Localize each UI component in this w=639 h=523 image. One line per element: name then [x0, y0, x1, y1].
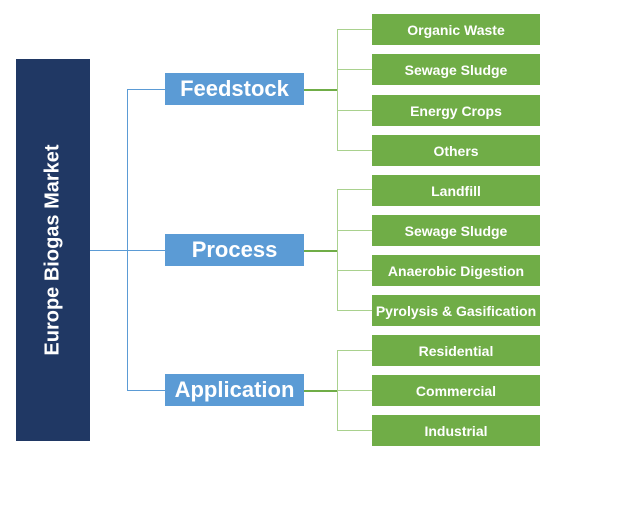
- category-label: Feedstock: [180, 76, 289, 101]
- connector-leaf: [337, 390, 372, 391]
- leaf-label: Sewage Sludge: [404, 61, 508, 78]
- leaf-pyrolysis-gasification: Pyrolysis & Gasification: [372, 295, 540, 326]
- leaf-landfill: Landfill: [372, 175, 540, 206]
- connector-leaf: [337, 310, 372, 311]
- leaf-label: Others: [433, 142, 479, 159]
- root-label: Europe Biogas Market: [41, 144, 64, 356]
- leaf-label: Commercial: [415, 382, 497, 399]
- category-application: Application: [165, 374, 304, 406]
- connector-leaf: [337, 270, 372, 271]
- connector-leaf: [337, 150, 372, 151]
- leaf-sewage-sludge-process: Sewage Sludge: [372, 215, 540, 246]
- connector-process-out: [304, 250, 338, 252]
- leaf-sewage-sludge: Sewage Sludge: [372, 54, 540, 85]
- leaf-label: Pyrolysis & Gasification: [375, 302, 537, 319]
- connector-root: [90, 250, 128, 251]
- leaf-label: Residential: [418, 342, 494, 359]
- connector-process: [127, 250, 165, 251]
- leaf-residential: Residential: [372, 335, 540, 366]
- category-label: Process: [191, 237, 278, 262]
- leaf-label: Organic Waste: [407, 21, 505, 38]
- connector-leaf: [337, 230, 372, 231]
- leaf-label: Landfill: [431, 182, 481, 199]
- connector-leaf: [337, 110, 372, 111]
- leaf-anaerobic-digestion: Anaerobic Digestion: [372, 255, 540, 286]
- connector-process-trunk: [337, 189, 338, 310]
- connector-feedstock-trunk: [337, 29, 338, 150]
- leaf-label: Energy Crops: [410, 102, 502, 119]
- connector-leaf: [337, 350, 372, 351]
- leaf-organic-waste: Organic Waste: [372, 14, 540, 45]
- leaf-energy-crops: Energy Crops: [372, 95, 540, 126]
- leaf-label: Sewage Sludge: [404, 222, 508, 239]
- category-label: Application: [174, 377, 295, 402]
- leaf-others: Others: [372, 135, 540, 166]
- leaf-label: Anaerobic Digestion: [387, 262, 525, 279]
- leaf-commercial: Commercial: [372, 375, 540, 406]
- root-node: Europe Biogas Market: [16, 59, 90, 441]
- connector-trunk: [127, 89, 128, 390]
- connector-application-out: [304, 390, 338, 392]
- connector-leaf: [337, 29, 372, 30]
- connector-leaf: [337, 69, 372, 70]
- connector-application: [127, 390, 165, 391]
- leaf-industrial: Industrial: [372, 415, 540, 446]
- connector-leaf: [337, 430, 372, 431]
- leaf-label: Industrial: [424, 422, 488, 439]
- category-feedstock: Feedstock: [165, 73, 304, 105]
- category-process: Process: [165, 234, 304, 266]
- connector-feedstock-out: [304, 89, 338, 91]
- connector-leaf: [337, 189, 372, 190]
- connector-feedstock: [127, 89, 165, 90]
